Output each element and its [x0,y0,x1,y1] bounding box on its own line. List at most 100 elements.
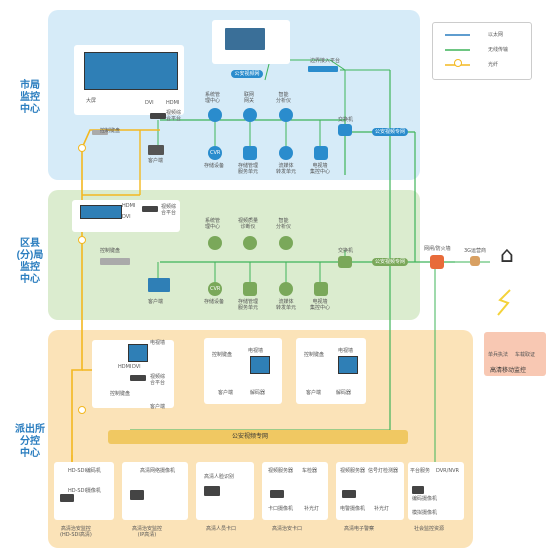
district-vq-icon [243,236,257,250]
face-camera-icon [204,486,220,496]
mobile-item-1: 单兵执法 [488,352,509,358]
legend-box [432,22,532,80]
district-keyboard-label: 控制键盘 [100,248,121,254]
district-device-2: 存储管理 服务单元 [238,299,259,311]
group-checkpoint-tag2: 车检器 [302,468,318,474]
city-big-screen-label: 大屏 [86,98,97,104]
mobile-box [484,332,546,376]
group-hdsdi [54,462,114,520]
sub1-screen [250,356,270,374]
group-social-tag3: 编码摄像机 [412,496,438,502]
district-client-pc [148,278,170,292]
station-net-bar [108,430,408,444]
station-client-label: 客户端 [150,404,166,410]
city-client-pc [148,145,164,155]
station-dvi: DVI [132,364,141,370]
city-border-device [308,66,338,72]
group-social-tag1: 平台服务 [410,468,431,474]
city-switch-icon [338,124,352,136]
system-mgmt-icon [208,108,222,122]
station-title: 派出所 分控 中心 [15,424,45,459]
group-ip-name: 高清治安监控 (IP高清) [132,526,163,538]
group-social-tag2: DVR/NVR [436,468,459,474]
sub2-client: 客户端 [306,390,322,396]
antenna-tower-icon: ⌂ [500,243,514,268]
legend-ethernet: 以太网 [488,32,504,38]
station-tvwall-label: 电视墙 [150,340,166,346]
city-service-1: 系统管 理中心 [205,92,221,104]
group-checkpoint-tag4: 补光灯 [304,506,320,512]
checkpoint-camera-icon [270,490,284,498]
station-platform-device [130,375,146,381]
group-epolice-tag1: 视频服务器 [340,468,366,474]
sub2-screen [338,356,358,374]
district-device-3: 流媒体 转发单元 [276,299,297,311]
district-service-2: 视频质量 诊断仪 [238,218,259,230]
district-net-pill: 公安视频专网 [372,258,408,266]
district-keyboard [100,258,130,265]
city-border-access: 边界接入平台 [310,58,341,64]
district-client-label: 客户端 [148,299,164,305]
district-title: 区县 (分)局 监控 中心 [16,238,44,285]
group-social-tag4: 模拟摄像机 [412,510,438,516]
district-platform-device [142,206,158,212]
city-keyboard-label: 控制键盘 [100,128,121,134]
city-switch-label: 交换机 [338,117,354,123]
city-public-net-pill: 公安视频网 [231,70,263,78]
district-dvi: DVI [122,214,131,220]
district-storage-icon [208,282,222,296]
city-platform-device [150,113,166,119]
group-hdsdi-tag2: HD-SDI摄像机 [68,488,101,494]
city-dvi: DVI [145,100,154,106]
city-title: 市局 监控 中心 [20,80,40,115]
city-device-1: 存储设备 [204,163,225,169]
sub1-keyboard: 控制键盘 [212,352,233,358]
sub2-tvwall: 电视墙 [338,348,354,354]
legend-wireless: 无线传输 [488,47,509,53]
group-hdsdi-name: 高清治安监控 (HD-SDI高清) [60,526,92,538]
city-keyboard [92,130,108,135]
station-sub-panel-1 [204,338,282,404]
district-storage-mgmt-icon [243,282,257,296]
station-platform-label: 视频综 合平台 [150,374,166,386]
city-device-4: 电视墙 集控中心 [310,163,331,175]
district-switch-label: 交换机 [338,248,354,254]
city-hdmi: HDMI [166,100,180,106]
city-device-2: 存储管理 服务单元 [238,163,259,175]
group-epolice-tag3: 电警摄像机 [340,506,366,512]
station-keyboard-label: 控制键盘 [110,391,131,397]
city-device-3: 流媒体 转发单元 [276,163,297,175]
analyzer-icon [279,108,293,122]
district-switch-icon [338,256,352,268]
district-tvwall-ctrl-icon [314,282,328,296]
social-camera-icon [412,486,424,494]
city-cvr: CVR [210,150,221,156]
storage-mgmt-icon [243,146,257,160]
group-social-name: 社会监控资源 [414,526,445,532]
sub2-decoder: 解码器 [336,390,352,396]
district-cvr: CVR [210,286,221,292]
city-client-label: 客户端 [148,158,164,164]
district-analyzer-icon [279,236,293,250]
station-hdmi: HDMI [118,364,132,370]
hdsdi-camera-icon [60,494,74,502]
sub1-decoder: 解码器 [250,390,266,396]
gateway-label: 网闸/防火墙 [424,246,451,252]
district-service-1: 系统管 理中心 [205,218,221,230]
group-face-name: 高清人员卡口 [206,526,237,532]
tvwall-ctrl-icon [314,146,328,160]
3g-label: 3G运营商 [464,248,487,254]
sub1-tvwall: 电视墙 [248,348,264,354]
group-checkpoint-tag1: 视频服务器 [268,468,294,474]
group-face-tag1: 高清人脸识别 [204,474,235,480]
3g-operator-icon [470,256,480,266]
city-net-pill: 公安视频专网 [372,128,408,136]
streaming-icon [279,146,293,160]
district-service-3: 智能 分析仪 [276,218,292,230]
district-screen [80,205,122,219]
city-platform-label: 视频综 合平台 [166,110,182,122]
district-streaming-icon [279,282,293,296]
station-tvwall-screen [128,344,148,362]
district-platform-label: 视频综 合平台 [161,204,177,216]
group-checkpoint-name: 高清治安卡口 [272,526,303,532]
